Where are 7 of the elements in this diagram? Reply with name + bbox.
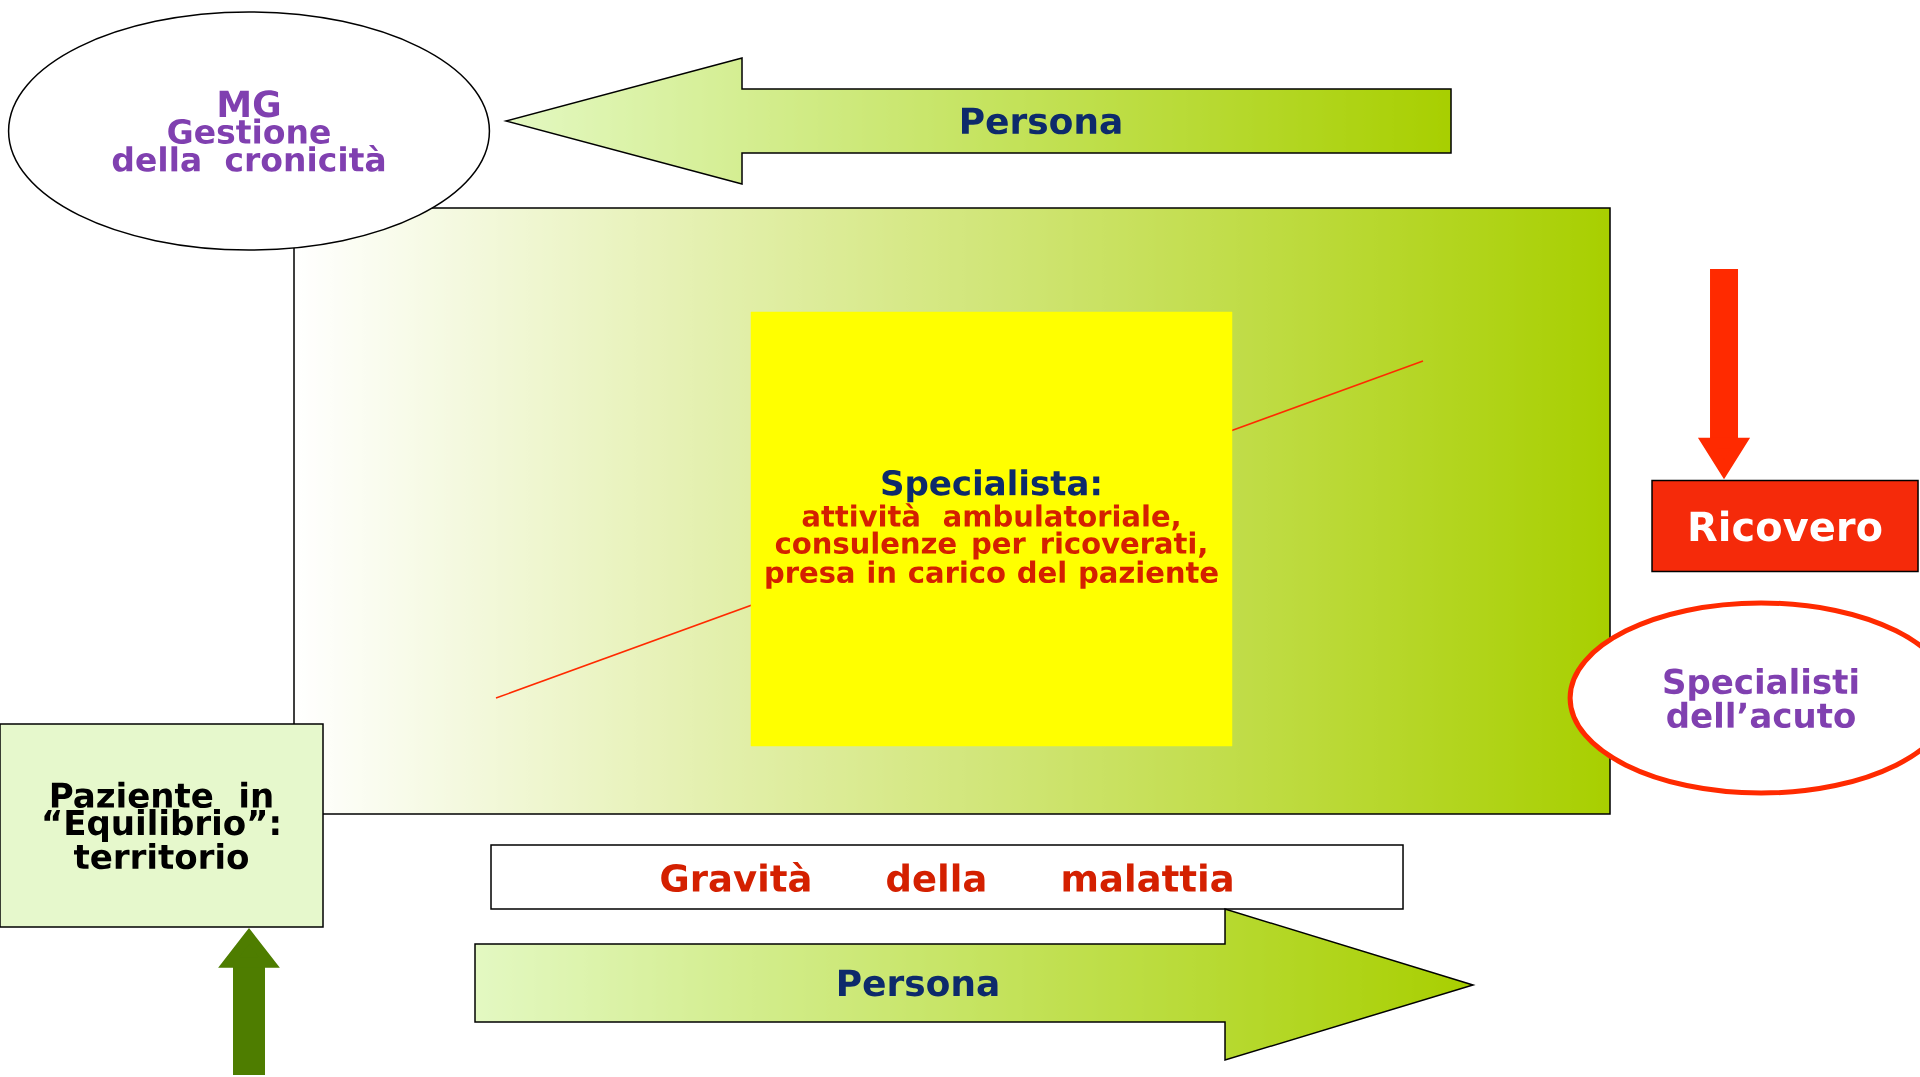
specialist-box: Specialista: attività ambulatoriale, consulenze per ricoverati, presa in carico del paziente — [750, 311, 1233, 747]
ellipse-node: Specialisti dell’acuto — [1567, 600, 1920, 796]
admission-box: Ricovero — [1651, 479, 1919, 573]
severity-box: Gravità della malattia — [490, 844, 1404, 910]
node-label: Specialisti dell’acuto — [1664, 667, 1858, 729]
patient-box: Paziente in “Equilibrio”: territorio — [0, 723, 324, 928]
ellipse-node: MG Gestione della cronicità — [7, 11, 491, 251]
